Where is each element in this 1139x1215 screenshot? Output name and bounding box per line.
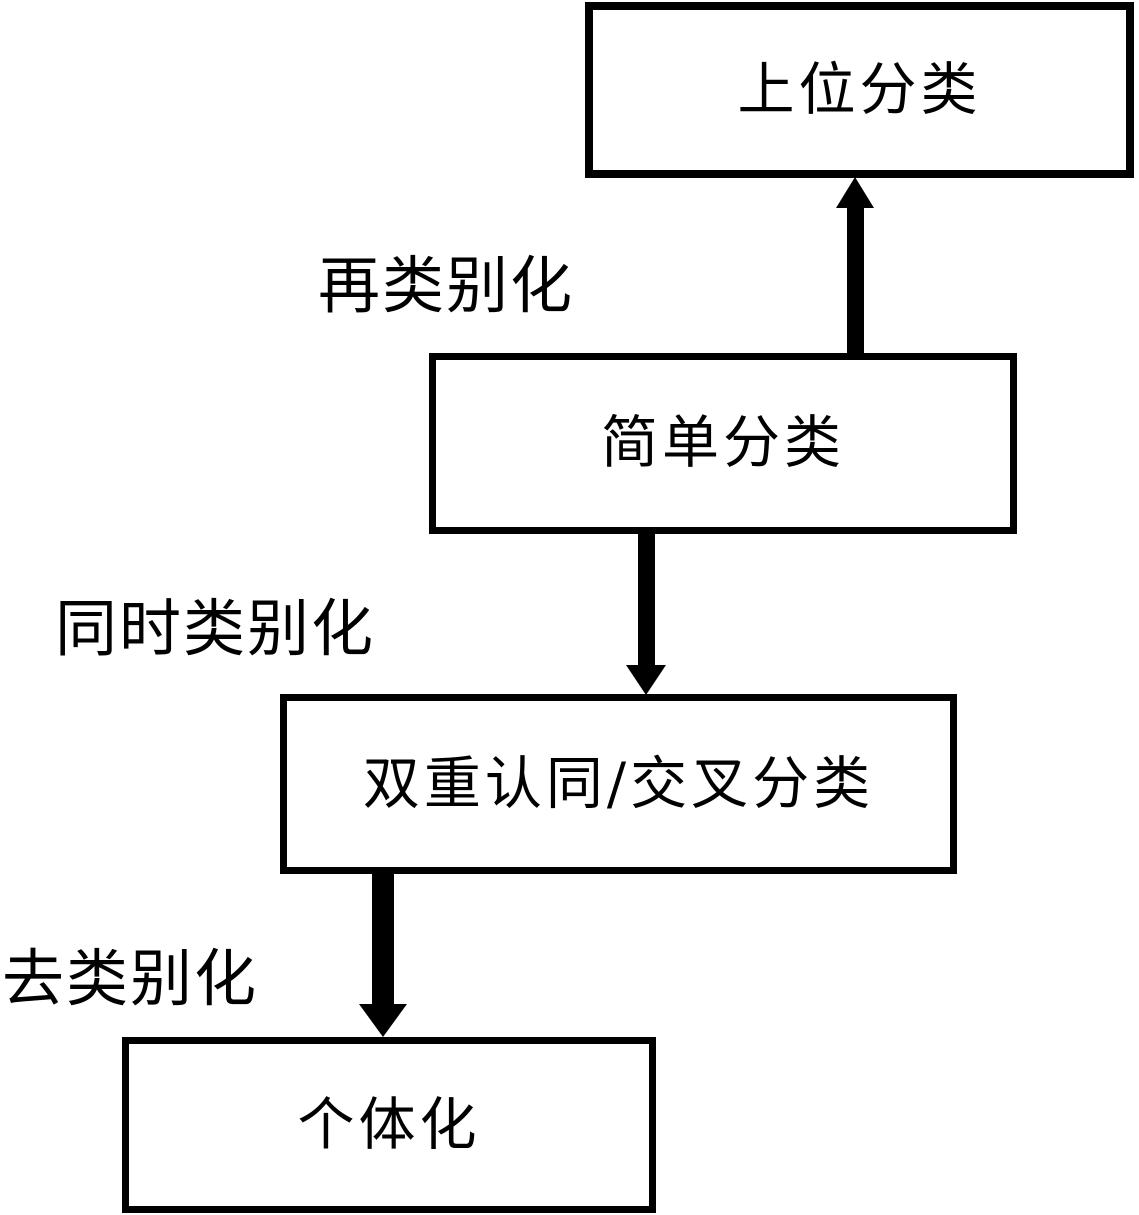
node-simple-classification: 简单分类 (429, 353, 1017, 534)
arrow-shaft (638, 534, 655, 667)
node-simple-classification-label: 简单分类 (601, 410, 845, 476)
arrow-shaft (847, 205, 864, 353)
edge-label-recategorization: 再类别化 (318, 249, 575, 322)
arrow-head (359, 1004, 407, 1037)
arrow-down-icon (626, 534, 667, 695)
edge-label-decategorization: 去类别化 (2, 942, 259, 1015)
node-dual-identity-cross-classification-label: 双重认同/交叉分类 (362, 750, 875, 817)
arrow-up-icon (836, 177, 875, 353)
edge-label-simultaneous-categorization: 同时类别化 (55, 592, 376, 665)
node-superordinate-classification: 上位分类 (585, 2, 1134, 178)
node-individuation-label: 个体化 (297, 1091, 481, 1158)
arrow-head (836, 177, 874, 208)
node-individuation: 个体化 (122, 1037, 656, 1213)
arrow-down-icon (359, 874, 407, 1037)
node-dual-identity-cross-classification: 双重认同/交叉分类 (280, 694, 957, 874)
arrow-head (626, 665, 666, 695)
arrow-shaft (372, 874, 394, 1006)
node-superordinate-classification-label: 上位分类 (737, 56, 982, 123)
